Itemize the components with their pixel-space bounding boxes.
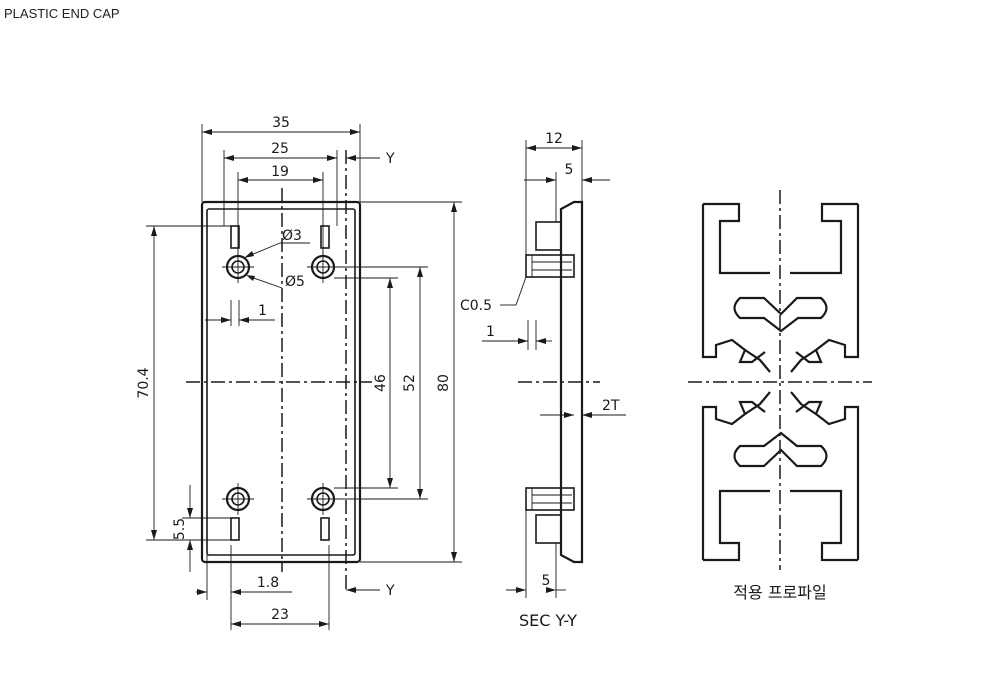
section-mark-top: Y: [385, 151, 395, 167]
dim-height-46: 46: [373, 374, 389, 392]
dim-width-35: 35: [272, 115, 290, 131]
dim-height-52: 52: [402, 374, 418, 392]
dim-width-25: 25: [271, 141, 289, 157]
dim-height-70-4: 70.4: [136, 367, 152, 398]
tab-top-left: [230, 225, 240, 249]
dim-thickness-2t: 2T: [602, 398, 620, 414]
dim-gap-1: 1: [486, 324, 495, 340]
section-label: SEC Y-Y: [519, 611, 577, 630]
profile-view: 적용 프로파일: [688, 190, 872, 602]
dim-width-19: 19: [271, 164, 289, 180]
label-hole-5: Ø5: [285, 274, 305, 290]
section-mark-bottom: Y: [385, 583, 395, 599]
profile-label: 적용 프로파일: [733, 583, 826, 602]
section-pin-bottom: [525, 487, 575, 511]
dim-width-23: 23: [271, 607, 289, 623]
dim-offset-5-5: 5.5: [172, 518, 188, 540]
label-hole-3: Ø3: [282, 228, 302, 244]
label-chamfer: C0.5: [460, 298, 492, 314]
section-tab-top: [535, 221, 562, 251]
page-title: PLASTIC END CAP: [4, 6, 120, 21]
tab-top-right: [320, 225, 330, 249]
hole-bottom-right: [307, 483, 339, 515]
dim-offset-1-front: 1: [258, 303, 267, 319]
section-tab-bottom: [535, 514, 562, 544]
dim-height-80: 80: [436, 374, 452, 392]
hole-bottom-left: [222, 483, 254, 515]
front-view: 35 25 19 Y Y Ø3 Ø5: [136, 115, 462, 630]
dim-depth-5-top: 5: [565, 162, 574, 178]
dim-depth-5-bottom: 5: [542, 573, 551, 589]
tab-bottom-left: [230, 517, 240, 541]
cap-outline: [200, 200, 362, 564]
dim-offset-1-8: 1.8: [257, 575, 279, 591]
section-pin-top: [525, 254, 575, 278]
section-view: 12 5 C0.5 1 2T 5 SEC Y-Y: [460, 131, 626, 630]
dim-depth-12: 12: [545, 131, 563, 147]
tab-bottom-right: [320, 517, 330, 541]
